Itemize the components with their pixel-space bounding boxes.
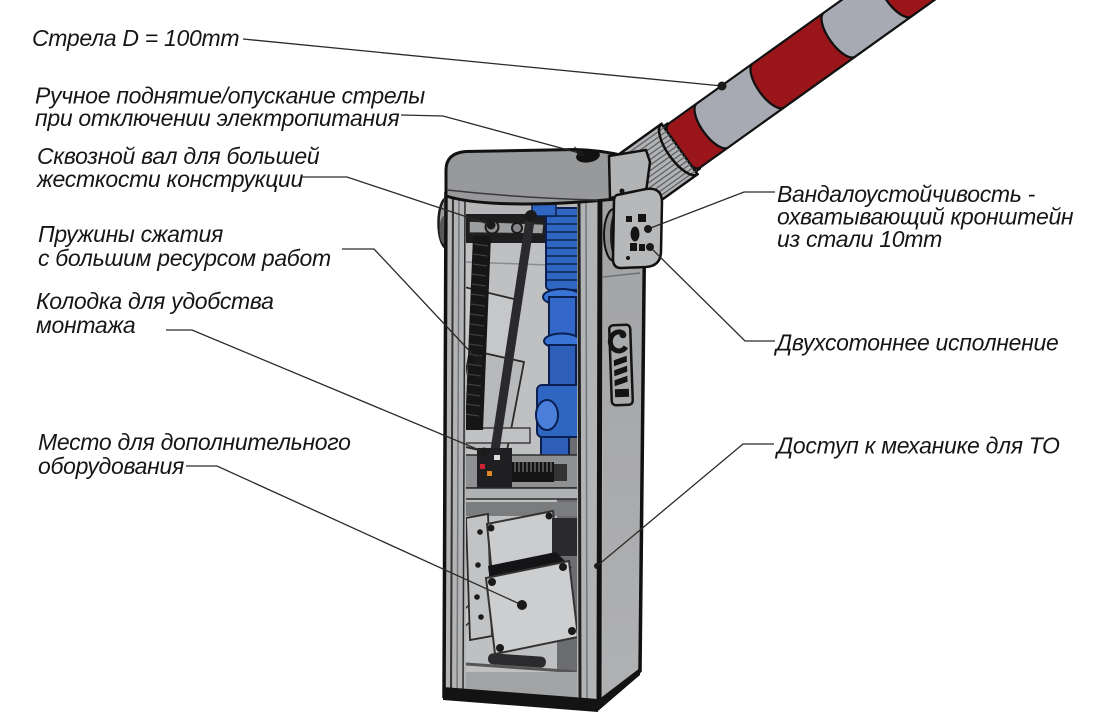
svg-text:Двухсотоннее исполнение: Двухсотоннее исполнение [773,330,1058,356]
svg-text:Ручное поднятие/опускание стре: Ручное поднятие/опускание стрелы [35,83,425,109]
svg-text:из стали 10mm: из стали 10mm [777,226,942,252]
svg-text:Стрела D = 100mm: Стрела D = 100mm [32,25,239,51]
svg-text:охватывающий кронштейн: охватывающий кронштейн [777,204,1074,230]
svg-text:Пружины сжатия: Пружины сжатия [38,221,223,247]
svg-text:Доступ к механике для ТО: Доступ к механике для ТО [774,433,1060,459]
svg-text:Сквозной вал для большей: Сквозной вал для большей [37,143,320,169]
svg-text:монтажа: монтажа [36,312,135,338]
svg-text:жесткости конструкции: жесткости конструкции [36,166,304,192]
svg-text:при отключении электропитания: при отключении электропитания [35,105,399,131]
svg-text:Колодка для удобства: Колодка для удобства [36,288,274,314]
svg-text:Вандалоустойчивость -: Вандалоустойчивость - [777,181,1036,207]
svg-text:оборудования: оборудования [38,453,184,479]
svg-text:с большим ресурсом работ: с большим ресурсом работ [38,245,331,271]
svg-text:Место для дополнительного: Место для дополнительного [38,429,351,455]
